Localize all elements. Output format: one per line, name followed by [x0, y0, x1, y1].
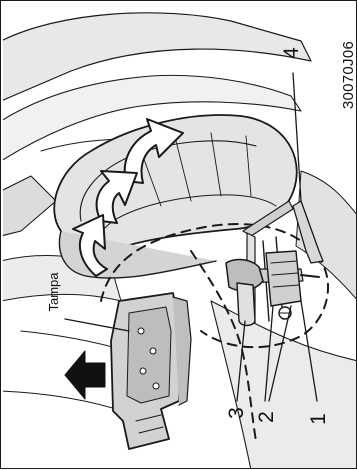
callout-tampa: Tampa	[45, 267, 63, 317]
callout-two: 2	[255, 405, 279, 429]
figure-code: 30070J06	[339, 35, 357, 115]
callout-four: 4	[280, 41, 304, 65]
callout-one: 1	[307, 407, 331, 431]
callout-three: 3	[225, 401, 249, 425]
remove-direction-arrow	[65, 351, 105, 399]
cover-part	[111, 293, 191, 449]
